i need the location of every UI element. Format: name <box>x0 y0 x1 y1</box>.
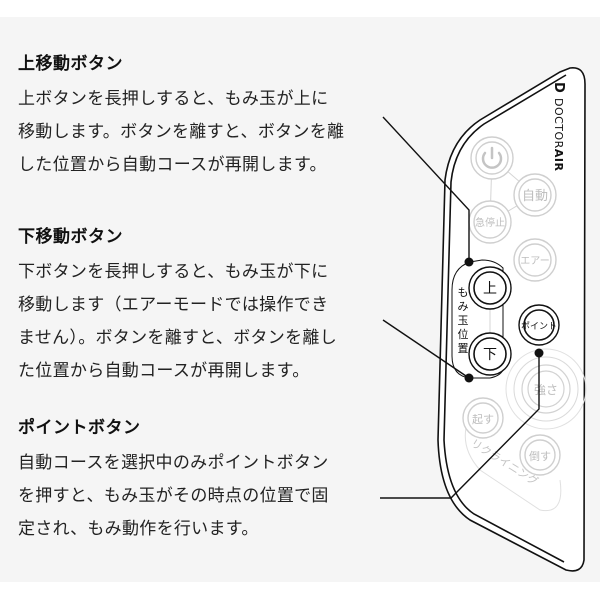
air-button[interactable]: エアー <box>513 238 557 282</box>
point-button-description: 自動コースを選択中のみポイントボタン を押すと、もみ玉がその時点の位置で固 定さ… <box>18 453 329 539</box>
emergency-stop-button[interactable]: 急停止 <box>468 200 512 244</box>
up-button-section: 上移動ボタン 上ボタンを長押しすると、もみ玉が上に 移動します。ボタンを離すと、… <box>18 53 344 182</box>
svg-text:位: 位 <box>458 327 469 341</box>
callout-dots <box>464 257 544 383</box>
down-callout-line <box>382 319 470 379</box>
svg-text:倒す: 倒す <box>529 450 551 463</box>
svg-text:ポイント: ポイント <box>521 321 557 332</box>
point-button-section: ポイントボタン 自動コースを選択中のみポイントボタン を押すと、もみ玉がその時点… <box>18 417 329 546</box>
brand-logo: D DOCTORAIR <box>551 82 566 171</box>
svg-text:玉: 玉 <box>458 314 469 327</box>
strength-button[interactable]: 強さ <box>505 348 587 430</box>
svg-text:D: D <box>551 82 566 93</box>
raise-button[interactable]: 起す <box>462 397 504 439</box>
up-button-description: 上ボタンを長押しすると、もみ玉が上に 移動します。ボタンを離すと、ボタンを離 し… <box>18 89 345 175</box>
svg-text:も: も <box>458 286 469 299</box>
massage-position-group <box>451 259 504 379</box>
svg-text:エアー: エアー <box>520 256 549 267</box>
down-button[interactable]: 下 <box>468 332 512 376</box>
svg-text:み: み <box>458 300 469 313</box>
svg-text:自動: 自動 <box>522 189 548 204</box>
point-callout-line <box>380 353 540 499</box>
down-button-section: 下移動ボタン 下ボタンを長押しすると、もみ玉が下に 移動します（エアーモードでは… <box>18 226 337 388</box>
point-button-title: ポイントボタン <box>18 418 141 438</box>
svg-text:強さ: 強さ <box>534 383 558 397</box>
svg-text:起す: 起す <box>472 413 494 426</box>
massage-position-label: も み 玉 位 置 <box>458 286 469 355</box>
reclining-group <box>464 427 562 512</box>
auto-button[interactable]: 自動 <box>513 173 557 217</box>
up-button-title: 上移動ボタン <box>18 54 123 74</box>
callout-lines <box>380 116 540 499</box>
recline-button[interactable]: 倒す <box>519 434 561 476</box>
down-button-title: 下移動ボタン <box>18 227 123 247</box>
brand-name: DOCTORAIR <box>552 98 565 171</box>
power-button[interactable] <box>470 136 514 180</box>
down-button-description: 下ボタンを長押しすると、もみ玉が下に 移動します（エアーモードでは操作でき ませ… <box>18 262 338 381</box>
svg-text:下: 下 <box>483 347 497 363</box>
svg-text:急停止: 急停止 <box>475 216 505 229</box>
power-icon <box>481 146 503 169</box>
svg-text:上: 上 <box>483 281 497 297</box>
point-button[interactable]: ポイント <box>518 304 560 346</box>
up-callout-line <box>382 116 470 262</box>
svg-text:置: 置 <box>458 342 469 355</box>
up-button[interactable]: 上 <box>468 266 512 310</box>
